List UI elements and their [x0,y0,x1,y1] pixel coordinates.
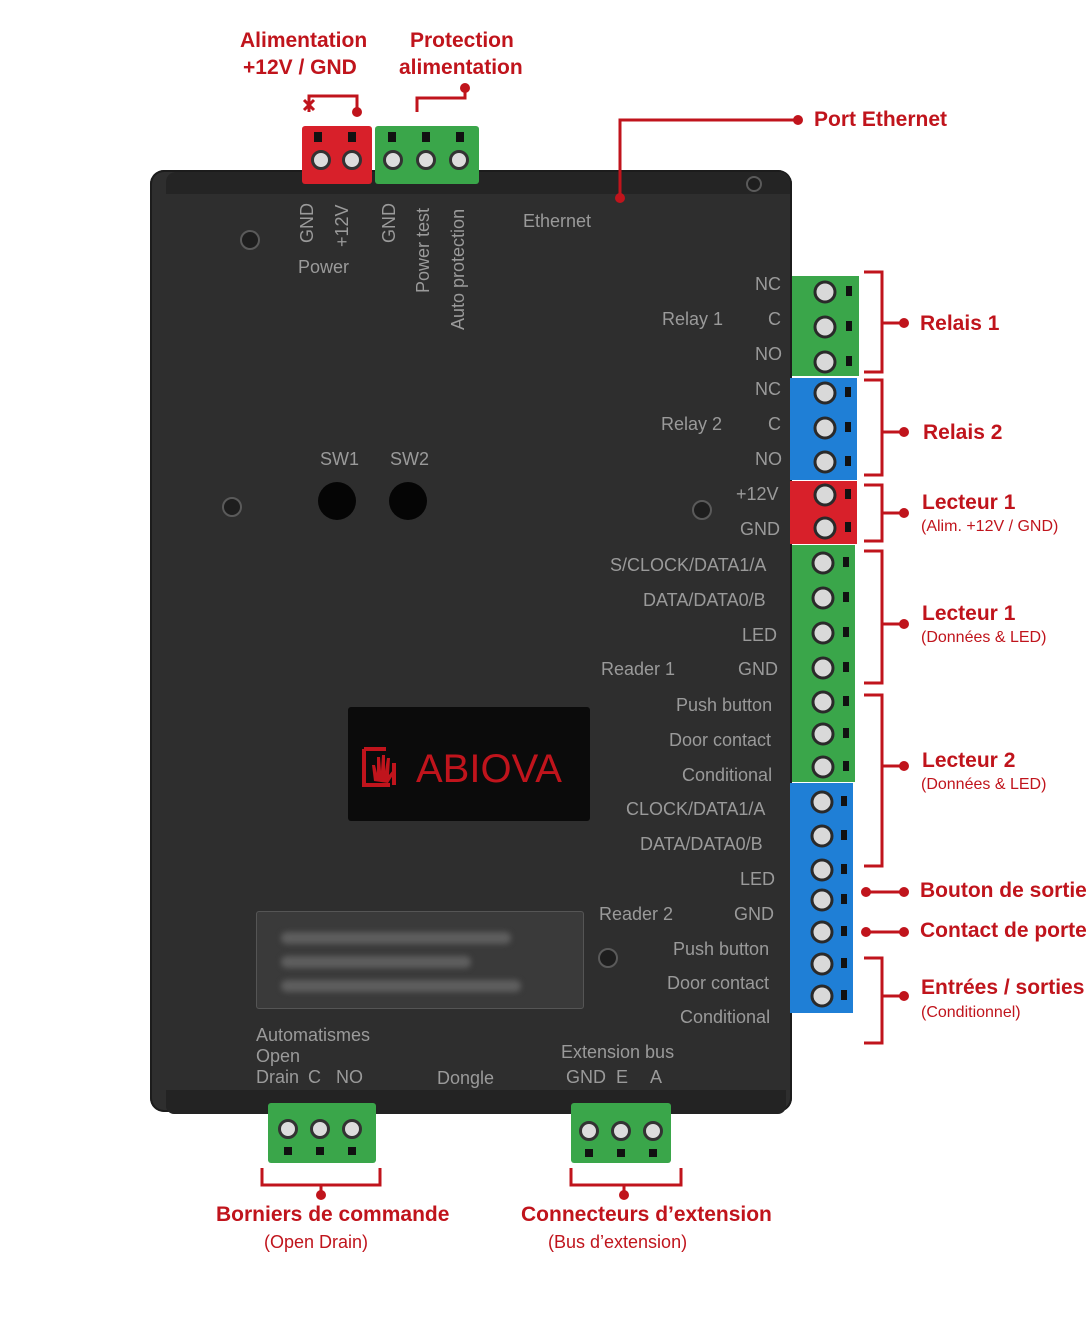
label-bus-gnd: GND [566,1067,606,1087]
ann-reader2-data-title: Lecteur 2 [922,749,1016,772]
label-relay2-nc: NC [755,379,781,399]
label-relay2-no: NO [755,449,782,469]
ann-exit-button: Bouton de sortie [920,879,1086,902]
label-reader1-name: Reader 1 [601,659,676,679]
label-extension-bus: Extension bus [561,1042,675,1062]
ann-ethernet-port: Port Ethernet [814,108,948,131]
ann-relay1: Relais 1 [920,312,1000,335]
protection-terminal-block[interactable] [375,126,479,184]
label-reader2-clock: CLOCK/DATA1/A [626,799,766,819]
ann-protection-line1: Protection [410,29,514,52]
label-reader1-cond: Conditional [682,765,773,785]
label-no: NO [336,1067,363,1087]
ann-relay2: Relais 2 [923,421,1003,444]
label-reader1-data: DATA/DATA0/B [643,590,766,610]
label-reader1-gnd-power: GND [740,519,780,539]
label-dongle: Dongle [437,1068,495,1088]
label-reader1-12v: +12V [736,484,779,504]
hand-logo-icon [362,747,396,787]
ann-reader1-power-sub: (Alim. +12V / GND) [921,518,1059,535]
label-relay1-no: NO [755,344,782,364]
ann-power-supply-line2: +12V / GND [243,56,357,79]
mounting-screw [222,497,242,517]
ann-protection-line2: alimentation [399,56,523,79]
serial-label-plate [256,911,584,1009]
label-reader1-gnd: GND [738,659,778,679]
mounting-screw [598,948,618,968]
label-reader2-cond: Conditional [680,1007,771,1027]
ann-reader1-data-title: Lecteur 1 [922,602,1016,625]
label-reader2-led: LED [740,869,776,889]
switch-sw1[interactable] [318,482,356,520]
label-drain: Drain [256,1067,300,1087]
label-automations: Automatismes [256,1025,371,1045]
ann-extension-title: Connecteurs d’extension [521,1203,772,1226]
power-terminal-block[interactable] [302,126,372,184]
label-power: Power [298,257,350,277]
mounting-screw [746,176,762,192]
ann-command-terminals-title: Borniers de commande [216,1203,450,1226]
ann-door-contact: Contact de porte [920,919,1086,942]
label-reader1-clock: S/CLOCK/DATA1/A [610,555,767,575]
label-reader2-name: Reader 2 [599,904,674,924]
mounting-screw [240,230,260,250]
label-reader1-door: Door contact [669,730,772,750]
ann-command-terminals-sub: (Open Drain) [264,1232,369,1252]
ann-reader1-data-sub: (Données & LED) [921,629,1047,646]
right-terminal-screws [810,280,852,1008]
label-relay1-name: Relay 1 [662,309,724,329]
label-reader2-data: DATA/DATA0/B [640,834,763,854]
extension-terminal-block[interactable] [571,1103,671,1163]
ann-io-title: Entrées / sorties [921,976,1085,999]
label-reader2-push: Push button [673,939,770,959]
label-bus-a: A [650,1067,663,1087]
label-bus-e: E [616,1067,629,1087]
label-open: Open [256,1046,301,1066]
label-reader1-push: Push button [676,695,773,715]
ann-io-sub: (Conditionnel) [921,1004,1021,1021]
ann-reader1-power-title: Lecteur 1 [922,491,1016,514]
label-relay1-c: C [768,309,781,329]
mounting-screw [692,500,712,520]
label-ethernet: Ethernet [523,211,592,231]
label-relay1-nc: NC [755,274,781,294]
label-reader2-door: Door contact [667,973,770,993]
label-sw2: SW2 [390,449,430,469]
label-reader1-led: LED [742,625,778,645]
ann-extension-sub: (Bus d’extension) [548,1232,688,1252]
logo-text: ABIOVA [416,747,562,791]
label-relay2-c: C [768,414,781,434]
ann-reader2-data-sub: (Données & LED) [921,776,1047,793]
logo-panel: ABIOVA [348,707,590,821]
command-terminal-block[interactable] [268,1103,376,1163]
label-reader2-gnd: GND [734,904,774,924]
label-c: C [308,1067,321,1087]
ann-power-supply-line1: Alimentation [240,29,368,52]
label-relay2-name: Relay 2 [661,414,723,434]
label-sw1: SW1 [320,449,360,469]
switch-sw2[interactable] [389,482,427,520]
